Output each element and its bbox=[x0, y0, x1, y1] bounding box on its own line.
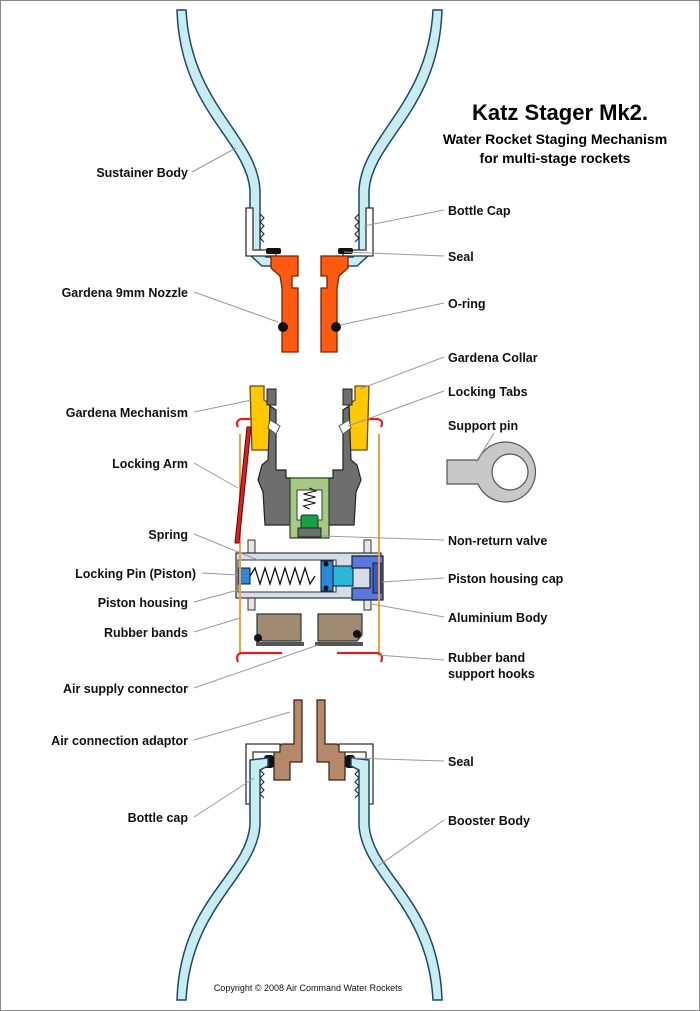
piston-housing bbox=[237, 559, 354, 593]
subtitle-line-2: for multi-stage rockets bbox=[480, 150, 631, 166]
label-spring: Spring bbox=[148, 528, 188, 542]
piston-housing-cap bbox=[351, 555, 384, 601]
gardena-nozzle bbox=[270, 255, 349, 353]
label-seal-upper: Seal bbox=[448, 250, 474, 264]
leader-lines bbox=[191, 147, 495, 867]
label-gardena-nozzle: Gardena 9mm Nozzle bbox=[62, 286, 188, 300]
o-ring-icon bbox=[278, 322, 288, 332]
label-gardena-mechanism: Gardena Mechanism bbox=[66, 406, 188, 420]
label-locking-arm: Locking Arm bbox=[112, 457, 188, 471]
air-connection-adaptor bbox=[273, 699, 346, 781]
label-piston-housing: Piston housing bbox=[98, 596, 188, 610]
locking-arm bbox=[234, 426, 252, 544]
label-rubber-bands: Rubber bands bbox=[104, 626, 188, 640]
label-o-ring: O-ring bbox=[448, 297, 486, 311]
label-gardena-collar: Gardena Collar bbox=[448, 351, 538, 365]
label-rubber-band-hooks-1: Rubber band bbox=[448, 651, 525, 665]
air-supply-connector bbox=[254, 613, 363, 646]
gardena-mechanism bbox=[257, 388, 362, 526]
subtitle-line-1: Water Rocket Staging Mechanism bbox=[443, 131, 667, 147]
copyright-notice: Copyright © 2008 Air Command Water Rocke… bbox=[214, 983, 403, 993]
page-title: Katz Stager Mk2. bbox=[472, 100, 648, 125]
label-locking-tabs: Locking Tabs bbox=[448, 385, 528, 399]
gardena-collar bbox=[249, 385, 370, 451]
label-aluminium-body: Aluminium Body bbox=[448, 611, 547, 625]
label-non-return-valve: Non-return valve bbox=[448, 534, 547, 548]
support-pin-icon bbox=[446, 441, 537, 503]
label-rubber-band-hooks-2: support hooks bbox=[448, 667, 535, 681]
booster-body bbox=[176, 757, 443, 1001]
label-piston-housing-cap: Piston housing cap bbox=[448, 572, 564, 586]
label-air-connection-adaptor: Air connection adaptor bbox=[51, 734, 188, 748]
label-support-pin: Support pin bbox=[448, 419, 518, 433]
label-air-supply-connector: Air supply connector bbox=[63, 682, 188, 696]
label-bottle-cap-upper: Bottle Cap bbox=[448, 204, 511, 218]
non-return-valve bbox=[289, 477, 330, 539]
valve-spring-icon bbox=[301, 487, 318, 510]
label-sustainer-body: Sustainer Body bbox=[96, 166, 188, 180]
label-seal-lower: Seal bbox=[448, 755, 474, 769]
rubber-bands bbox=[239, 434, 380, 654]
label-locking-pin: Locking Pin (Piston) bbox=[75, 567, 196, 581]
label-bottle-cap-lower: Bottle cap bbox=[128, 811, 189, 825]
spring-icon bbox=[249, 565, 316, 587]
label-booster-body: Booster Body bbox=[448, 814, 530, 828]
